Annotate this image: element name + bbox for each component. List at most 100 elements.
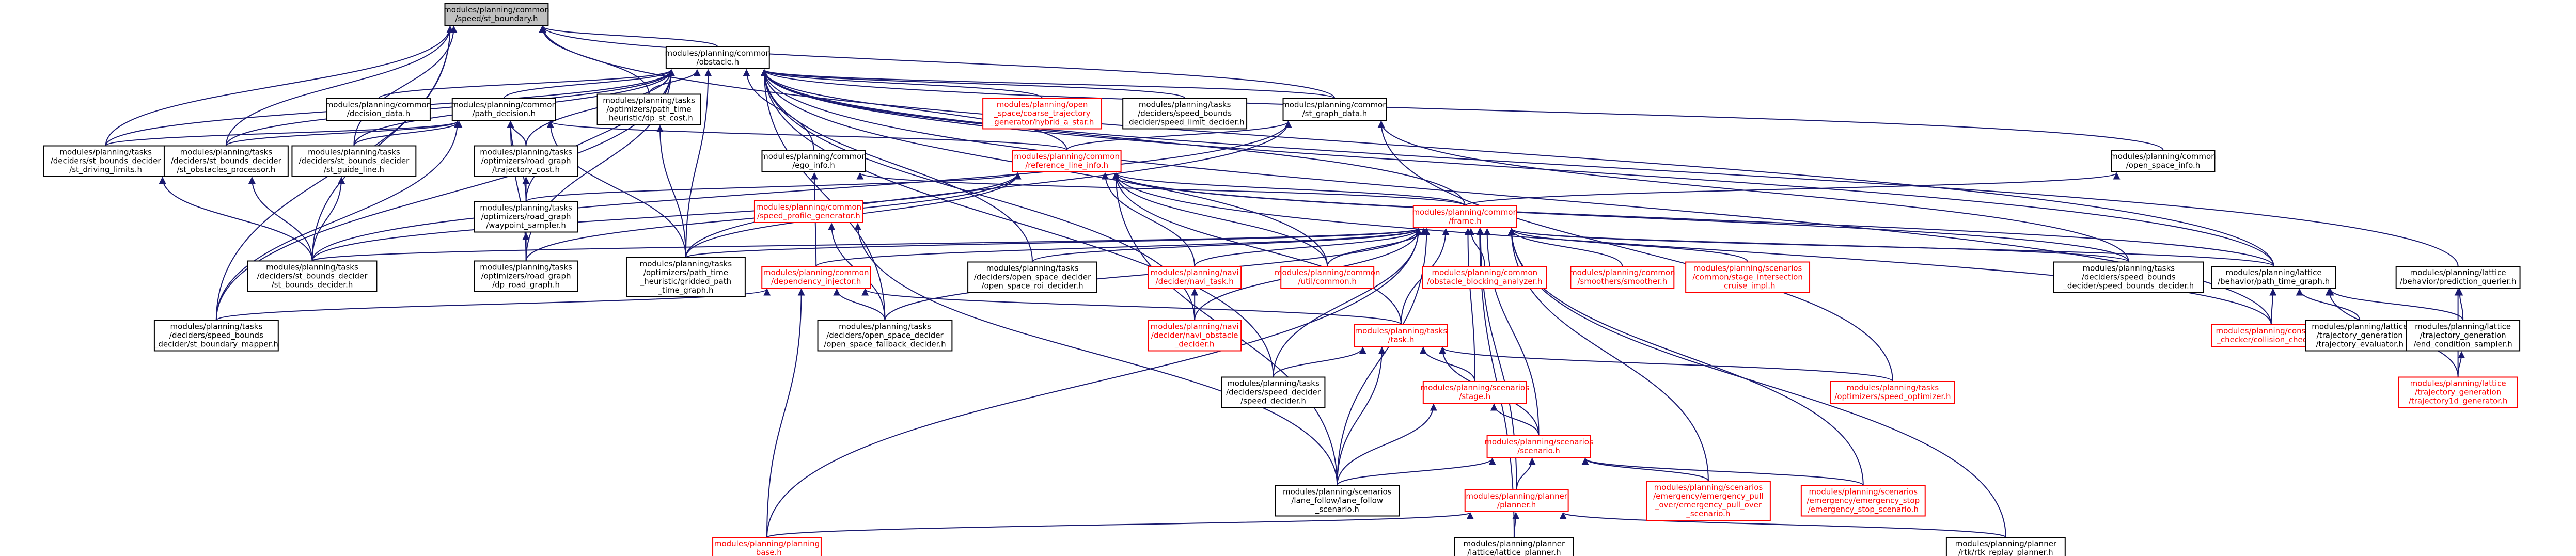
node-box[interactable] [474,145,578,177]
node-open-space-roi-decider[interactable]: modules/planning/tasks/deciders/open_spa… [967,261,1097,293]
node-frame[interactable]: modules/planning/common/frame.h [1412,205,1518,228]
node-box[interactable] [2398,376,2518,408]
node-box[interactable] [712,537,822,556]
node-task[interactable]: modules/planning/tasks/task.h [1354,324,1448,347]
node-box[interactable] [1012,150,1122,172]
node-box[interactable] [2111,150,2216,172]
node-hybrid-a-star[interactable]: modules/planning/open_space/coarse_traje… [982,98,1103,130]
node-dependency-injector[interactable]: modules/planning/common/dependency_injec… [761,266,871,289]
node-box[interactable] [474,201,578,233]
node-box[interactable] [1221,376,1326,408]
node-box[interactable] [2305,320,2415,352]
node-box[interactable] [326,98,431,121]
node-box[interactable] [753,200,863,223]
node-st-obstacles-processor[interactable]: modules/planning/tasks/deciders/st_bound… [163,145,289,177]
node-decision-data[interactable]: modules/planning/common/decision_data.h [326,98,432,121]
node-reference-line-info[interactable]: modules/planning/common/reference_line_i… [1012,150,1122,172]
node-speed-bounds-mapper[interactable]: modules/planning/tasks/deciders/speed_bo… [153,320,279,352]
node-dp-st-cost[interactable]: modules/planning/tasks/optimizers/path_t… [596,93,701,125]
node-box[interactable] [451,98,556,121]
node-speed-bounds-decider[interactable]: modules/planning/tasks/deciders/speed_bo… [2053,261,2204,293]
node-speed-limit-decider[interactable]: modules/planning/tasks/deciders/speed_bo… [1122,98,1248,130]
node-box[interactable] [1275,485,1400,517]
node-gridded-path-time-graph[interactable]: modules/planning/tasks/optimizers/path_t… [625,257,746,297]
node-obstacle[interactable]: modules/planning/common/obstacle.h [665,46,771,69]
node-speed-decider[interactable]: modules/planning/tasks/deciders/speed_de… [1221,376,1326,408]
node-box[interactable] [982,98,1103,130]
node-box[interactable] [1354,324,1448,347]
node-box[interactable] [153,320,279,352]
node-label-line: /st_obstacles_processor.h [177,165,276,175]
node-box[interactable] [1422,381,1527,404]
node-trajectory1d-generator[interactable]: modules/planning/lattice/trajectory_gene… [2398,376,2518,408]
node-trajectory-evaluator[interactable]: modules/planning/lattice/trajectory_gene… [2305,320,2415,352]
node-box[interactable] [2053,261,2204,293]
node-st-driving-limits[interactable]: modules/planning/tasks/deciders/st_bound… [43,145,168,177]
node-box[interactable] [1422,266,1547,289]
node-waypoint-sampler[interactable]: modules/planning/tasks/optimizers/road_g… [474,201,578,233]
node-box[interactable] [1486,435,1591,458]
node-box[interactable] [2211,266,2336,289]
node-path-decision[interactable]: modules/planning/common/path_decision.h [451,98,557,121]
node-box[interactable] [1148,266,1242,289]
node-end-condition-sampler[interactable]: modules/planning/lattice/trajectory_gene… [2406,320,2521,352]
node-planning-base[interactable]: modules/planning/planning_base.h [712,537,822,556]
node-box[interactable] [625,257,746,297]
node-box[interactable] [444,3,549,26]
node-st-graph-data[interactable]: modules/planning/common/st_graph_data.h [1282,98,1388,121]
node-lattice-planner[interactable]: modules/planning/planner/lattice/lattice… [1454,537,1574,556]
node-prediction-querier[interactable]: modules/planning/lattice/behavior/predic… [2395,266,2521,289]
node-emergency-pull-over[interactable]: modules/planning/scenarios/emergency/eme… [1645,481,1771,521]
node-open-space-info[interactable]: modules/planning/common/open_space_info.… [2110,150,2216,172]
node-box[interactable] [2406,320,2521,352]
node-box[interactable] [1412,205,1517,228]
node-box[interactable] [2395,266,2521,289]
node-box[interactable] [1570,266,1675,289]
node-st-guide-line[interactable]: modules/planning/tasks/deciders/st_bound… [291,145,417,177]
node-path-time-graph[interactable]: modules/planning/lattice/behavior/path_t… [2211,266,2336,289]
node-box[interactable] [596,93,701,125]
node-rtk-replay-planner[interactable]: modules/planning/planner/rtk/rtk_replay_… [1945,537,2066,556]
node-speed-profile-generator[interactable]: modules/planning/common/speed_profile_ge… [753,200,863,223]
node-label-line: modules/planning/planner [1466,491,1567,501]
node-box[interactable] [1122,98,1248,130]
node-box[interactable] [474,260,578,292]
node-box[interactable] [1945,537,2066,556]
node-box[interactable] [1464,489,1569,512]
node-box[interactable] [1685,261,1811,293]
node-lane-follow-scenario[interactable]: modules/planning/scenarios/lane_follow/l… [1275,485,1400,517]
node-box[interactable] [1830,381,1955,404]
node-smoother[interactable]: modules/planning/common/smoothers/smooth… [1569,266,1675,289]
node-box[interactable] [1645,481,1771,521]
node-dp-road-graph[interactable]: modules/planning/tasks/optimizers/road_g… [474,260,578,292]
node-box[interactable] [1280,266,1375,289]
node-box[interactable] [291,145,417,177]
node-box[interactable] [1800,485,1926,517]
node-box[interactable] [761,150,866,172]
node-obstacle-blocking-analyzer[interactable]: modules/planning/common/obstacle_blockin… [1422,266,1547,289]
node-box[interactable] [1454,537,1574,556]
node-box[interactable] [1282,98,1387,121]
node-speed-optimizer[interactable]: modules/planning/tasks/optimizers/speed_… [1830,381,1955,404]
node-box[interactable] [817,320,953,352]
node-emergency-stop[interactable]: modules/planning/scenarios/emergency/eme… [1800,485,1926,517]
node-navi-obstacle-decider[interactable]: modules/planning/navi/decider/navi_obsta… [1148,320,1242,352]
node-st-bounds-decider[interactable]: modules/planning/tasks/deciders/st_bound… [247,260,378,292]
node-open-space-fallback-decider[interactable]: modules/planning/tasks/deciders/open_spa… [817,320,953,352]
node-box[interactable] [163,145,289,177]
node-ego-info[interactable]: modules/planning/common/ego_info.h [761,150,867,172]
node-box[interactable] [761,266,871,289]
node-box[interactable] [1148,320,1242,352]
node-root[interactable]: modules/planning/common/speed/st_boundar… [444,3,549,26]
node-box[interactable] [247,260,378,292]
node-trajectory-cost[interactable]: modules/planning/tasks/optimizers/road_g… [474,145,578,177]
node-stage[interactable]: modules/planning/scenarios/stage.h [1420,381,1529,404]
node-box[interactable] [967,261,1097,293]
node-collision-checker[interactable]: modules/planning/constraint_checker/coll… [2211,324,2331,347]
node-planner[interactable]: modules/planning/planner/planner.h [1464,489,1569,512]
node-box[interactable] [665,46,770,69]
node-scenario[interactable]: modules/planning/scenarios/scenario.h [1484,435,1593,458]
node-util-common[interactable]: modules/planning/common/util/common.h [1275,266,1380,289]
node-navi-task[interactable]: modules/planning/navi/decider/navi_task.… [1148,266,1242,289]
node-stage-intersection-cruise[interactable]: modules/planning/scenarios/common/stage_… [1685,261,1811,293]
